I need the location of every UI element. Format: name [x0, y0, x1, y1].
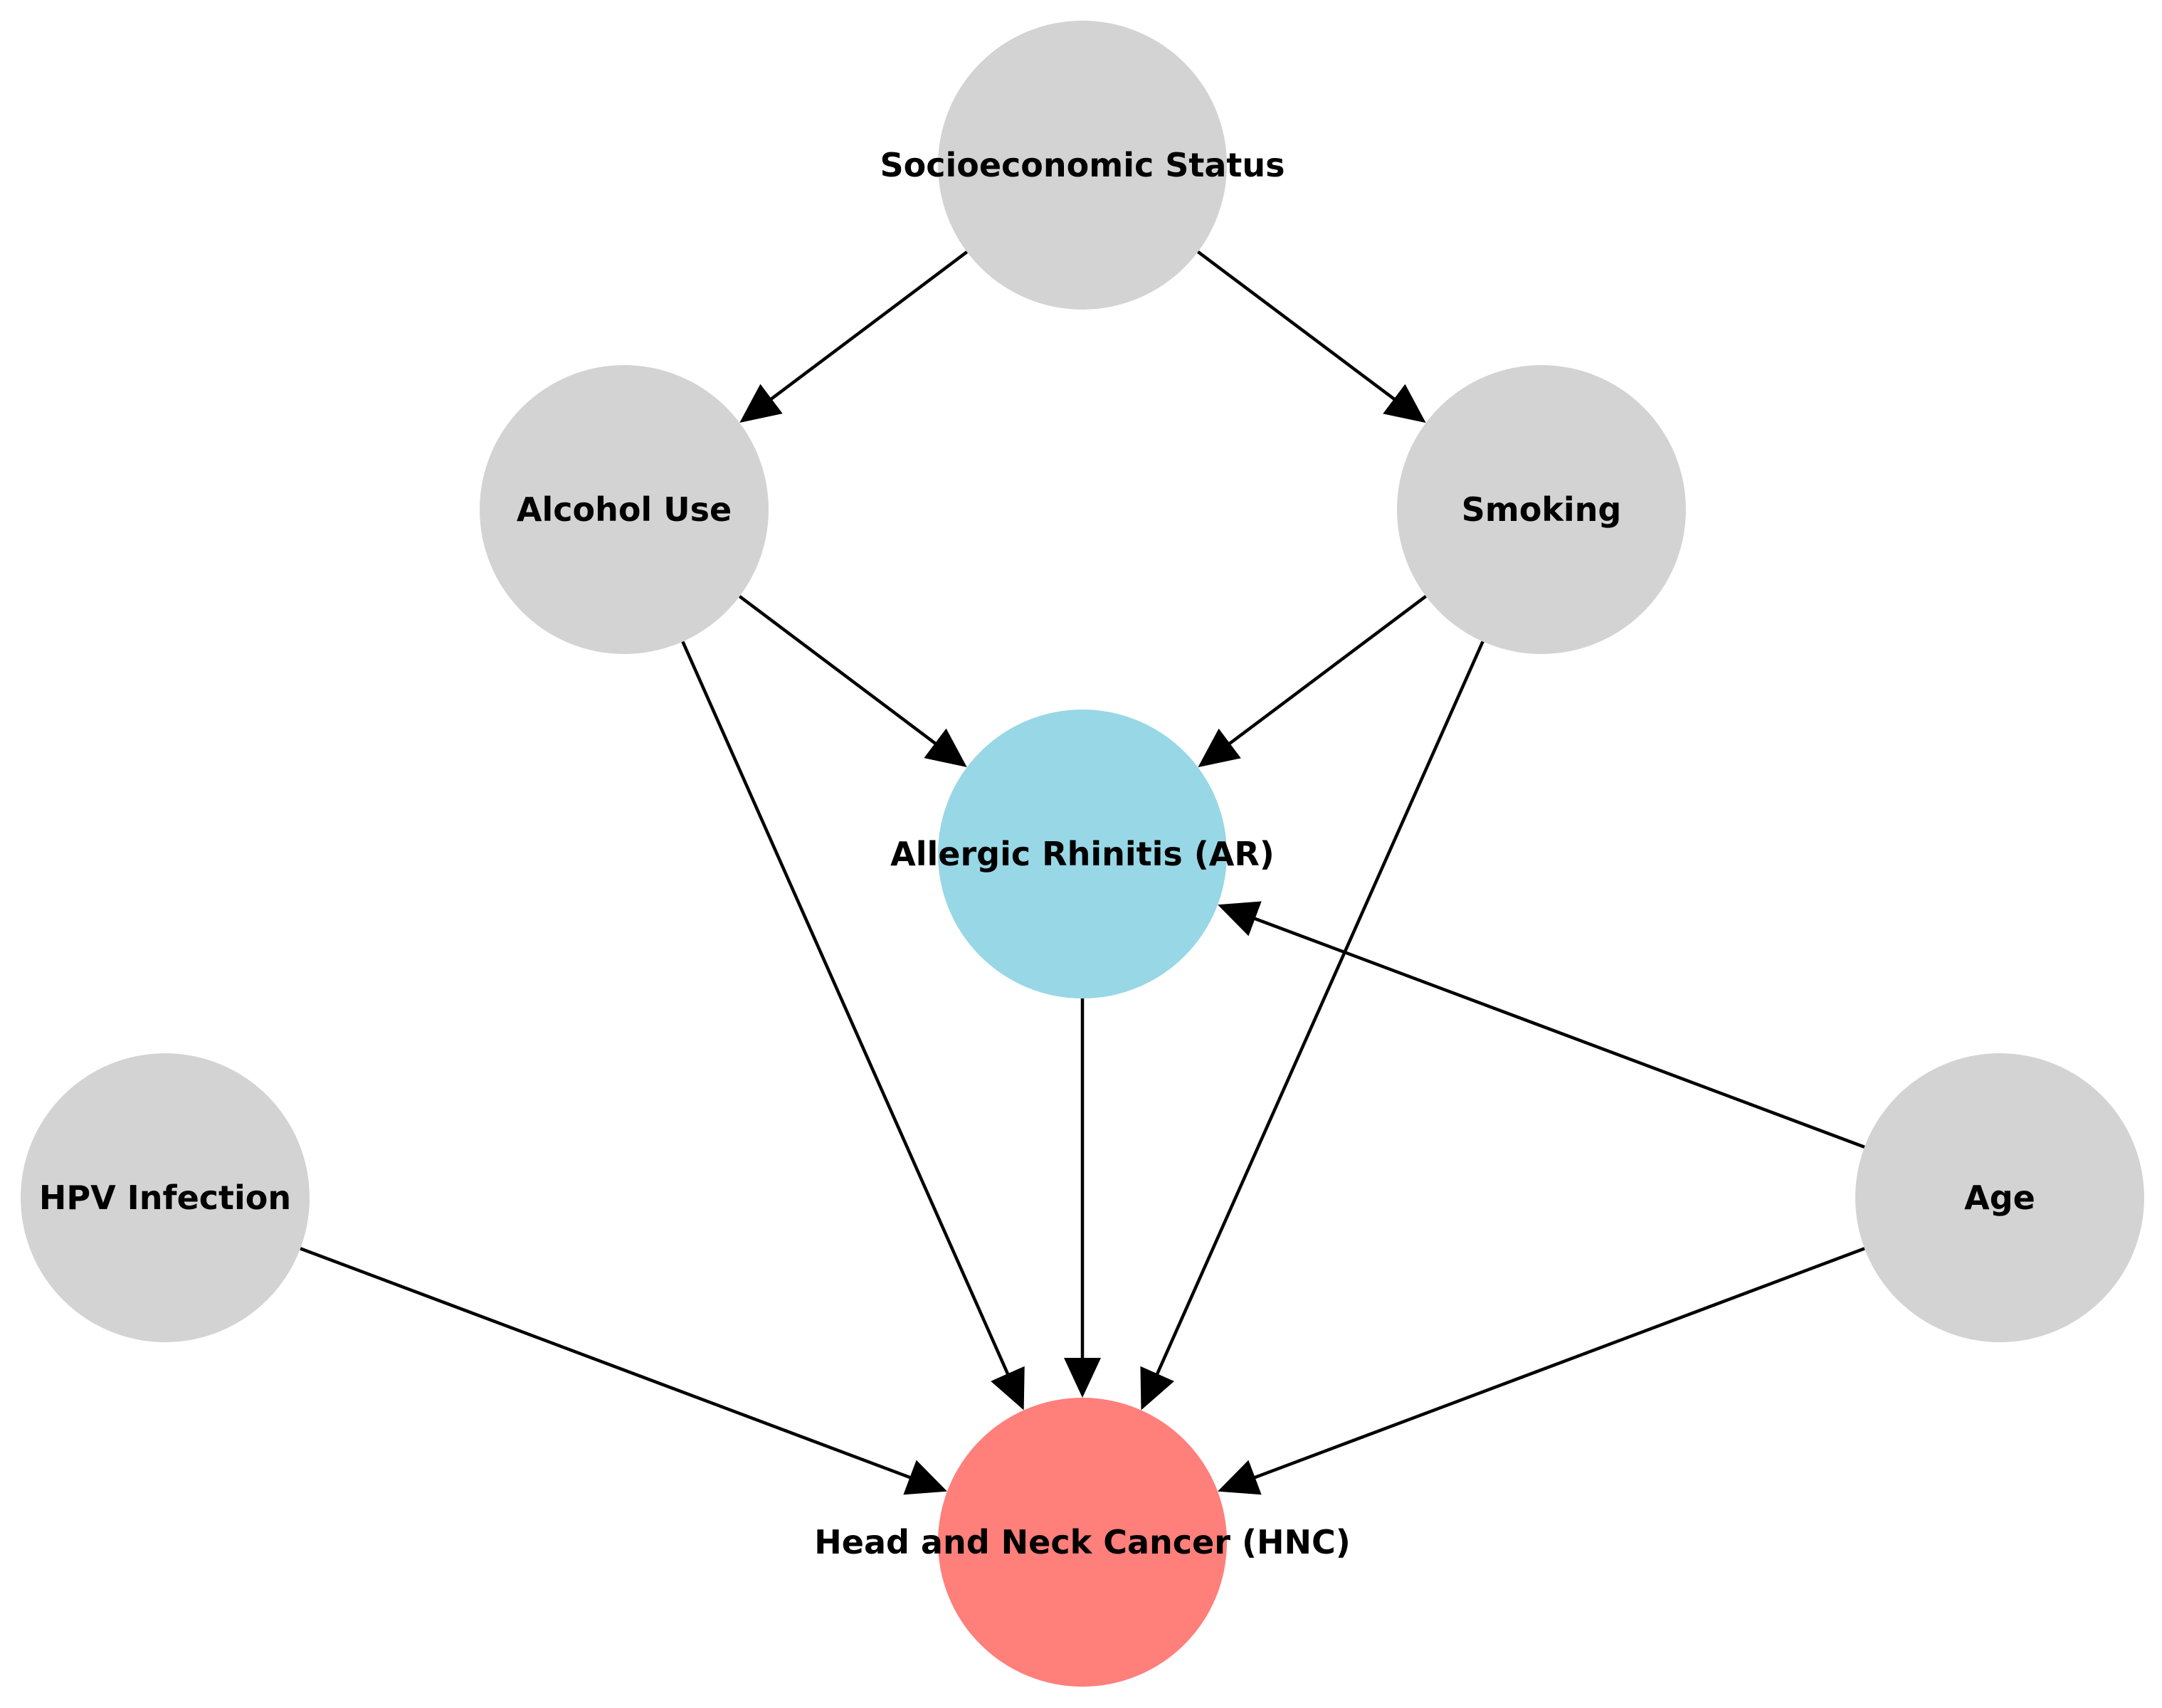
edge-line	[768, 251, 969, 402]
edge-line	[1197, 251, 1398, 402]
edge-line	[1154, 640, 1485, 1377]
edge-alcohol-to-hnc	[681, 640, 1025, 1411]
arrowhead-icon	[1383, 384, 1426, 423]
node-label: Socioeconomic Status	[880, 146, 1285, 184]
edge-age-to-ar	[1218, 901, 1865, 1149]
node-circle	[1855, 1053, 2144, 1342]
arrowhead-icon	[924, 728, 967, 768]
edge-ar-to-hnc	[1064, 998, 1101, 1398]
edge-line	[1226, 595, 1427, 747]
edge-line	[681, 640, 1011, 1377]
edge-line	[300, 1247, 914, 1480]
node-label: Age	[1964, 1179, 2035, 1217]
node-age: Age	[1855, 1053, 2144, 1342]
node-ses: Socioeconomic Status	[880, 21, 1285, 310]
node-circle	[938, 1398, 1227, 1687]
edge-hpv-to-hnc	[300, 1247, 947, 1495]
edge-age-to-hnc	[1218, 1247, 1865, 1495]
node-circle	[480, 365, 769, 654]
edge-smoking-to-ar	[1198, 595, 1427, 768]
node-circle	[938, 710, 1227, 998]
edge-ses-to-smoking	[1197, 251, 1426, 423]
node-smoking: Smoking	[1397, 365, 1686, 654]
edge-line	[1251, 916, 1865, 1149]
node-ar: Allergic Rhinitis (AR)	[890, 710, 1275, 998]
arrowhead-icon	[1218, 1460, 1262, 1495]
edge-line	[738, 595, 939, 747]
edge-smoking-to-hnc	[1140, 640, 1485, 1411]
arrowhead-icon	[1198, 728, 1241, 768]
edge-ses-to-alcohol	[739, 251, 969, 423]
node-alcohol: Alcohol Use	[480, 365, 769, 654]
node-label: Smoking	[1462, 490, 1622, 529]
node-label: Head and Neck Cancer (HNC)	[814, 1523, 1351, 1561]
arrowhead-icon	[1064, 1358, 1101, 1398]
node-circle	[21, 1053, 310, 1342]
arrowhead-icon	[991, 1366, 1025, 1411]
arrowhead-icon	[1218, 901, 1262, 937]
node-label: Allergic Rhinitis (AR)	[890, 835, 1275, 873]
node-label: HPV Infection	[39, 1179, 291, 1217]
node-hnc: Head and Neck Cancer (HNC)	[814, 1398, 1351, 1687]
node-hpv: HPV Infection	[21, 1053, 310, 1342]
edge-alcohol-to-ar	[738, 595, 967, 768]
arrowhead-icon	[1140, 1366, 1174, 1411]
edge-line	[1251, 1247, 1865, 1480]
node-circle	[1397, 365, 1686, 654]
arrowhead-icon	[903, 1460, 947, 1495]
edges-layer	[300, 251, 1865, 1495]
node-circle	[938, 21, 1227, 310]
node-label: Alcohol Use	[517, 490, 732, 529]
arrowhead-icon	[739, 384, 783, 423]
